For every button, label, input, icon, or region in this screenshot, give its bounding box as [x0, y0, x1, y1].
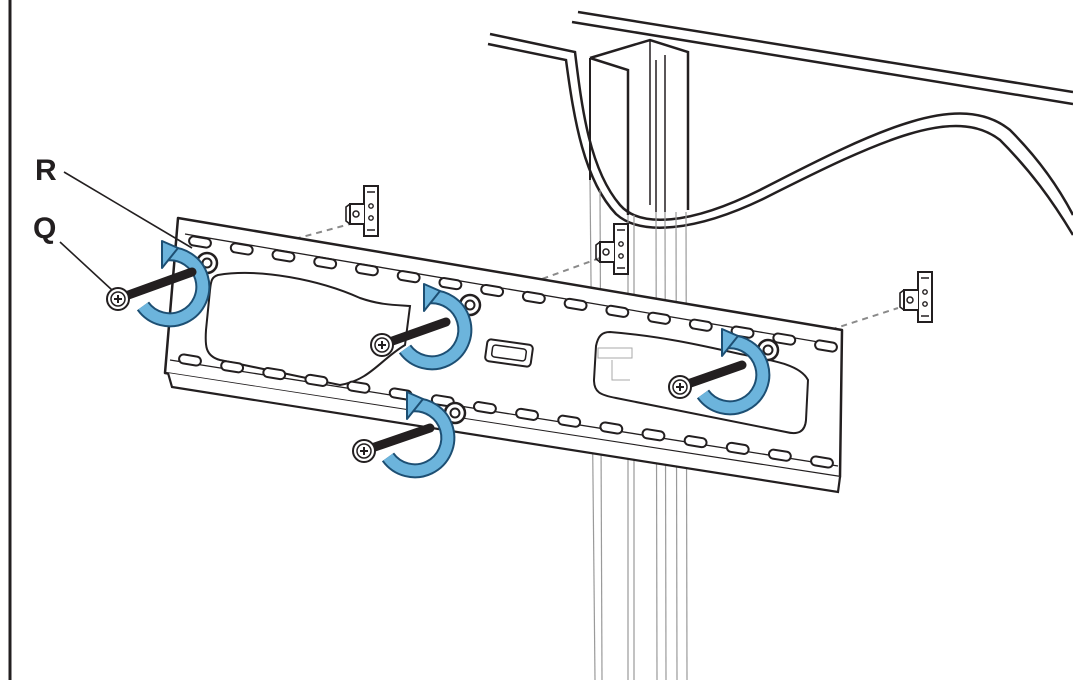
- plate-slot: [355, 263, 379, 277]
- plate-slot: [178, 353, 202, 367]
- plate-slot: [814, 339, 838, 353]
- callout-label-r: R: [35, 154, 57, 187]
- screw-group-2: [370, 284, 465, 363]
- plate-slot: [480, 283, 505, 298]
- plate-slot: [641, 428, 666, 442]
- screw-group-3: [668, 329, 763, 408]
- plate-cutout: [592, 330, 810, 435]
- plate-slot: [346, 380, 371, 394]
- plate-slot: [688, 318, 713, 332]
- plate-slot: [473, 401, 497, 415]
- mounting-bracket: [899, 271, 933, 323]
- plate-slot: [725, 441, 750, 455]
- plate-slot: [313, 256, 338, 270]
- screw-icon: [106, 287, 130, 311]
- plate-slot: [188, 235, 212, 249]
- center-slot: [484, 338, 534, 368]
- plate-slot: [220, 360, 245, 374]
- plate-slot: [647, 311, 671, 325]
- leader-line-q: [59, 241, 113, 291]
- cart-frame: [487, 10, 1073, 236]
- plate-slot: [599, 421, 624, 435]
- plate-slot: [229, 242, 254, 256]
- plate-slot: [396, 270, 421, 284]
- plate-slot: [271, 249, 296, 263]
- mounting-plate: [163, 216, 844, 494]
- plate-slot: [304, 373, 329, 387]
- plate-slot: [767, 448, 792, 462]
- plate-slot: [563, 297, 588, 311]
- plate-slots: [178, 353, 834, 469]
- screw-icon: [352, 439, 376, 463]
- plate-slot: [810, 455, 834, 469]
- plate-slot: [515, 407, 539, 421]
- plate-slot: [438, 277, 463, 291]
- plate-slot: [262, 367, 287, 381]
- screw-icon: [668, 375, 692, 399]
- plate-slot: [521, 290, 546, 305]
- callout-label-q: Q: [33, 212, 57, 245]
- screw-group-4: [352, 392, 448, 471]
- plate-slot: [605, 304, 630, 318]
- screw-icon: [370, 333, 394, 357]
- screw-group-1: [106, 241, 203, 320]
- plate-slot: [557, 414, 582, 428]
- plate-slot: [772, 332, 797, 346]
- plate-slot: [683, 435, 708, 449]
- plate-slots: [188, 235, 838, 353]
- mounting-bracket: [345, 185, 379, 237]
- leader-line-r: [63, 171, 193, 249]
